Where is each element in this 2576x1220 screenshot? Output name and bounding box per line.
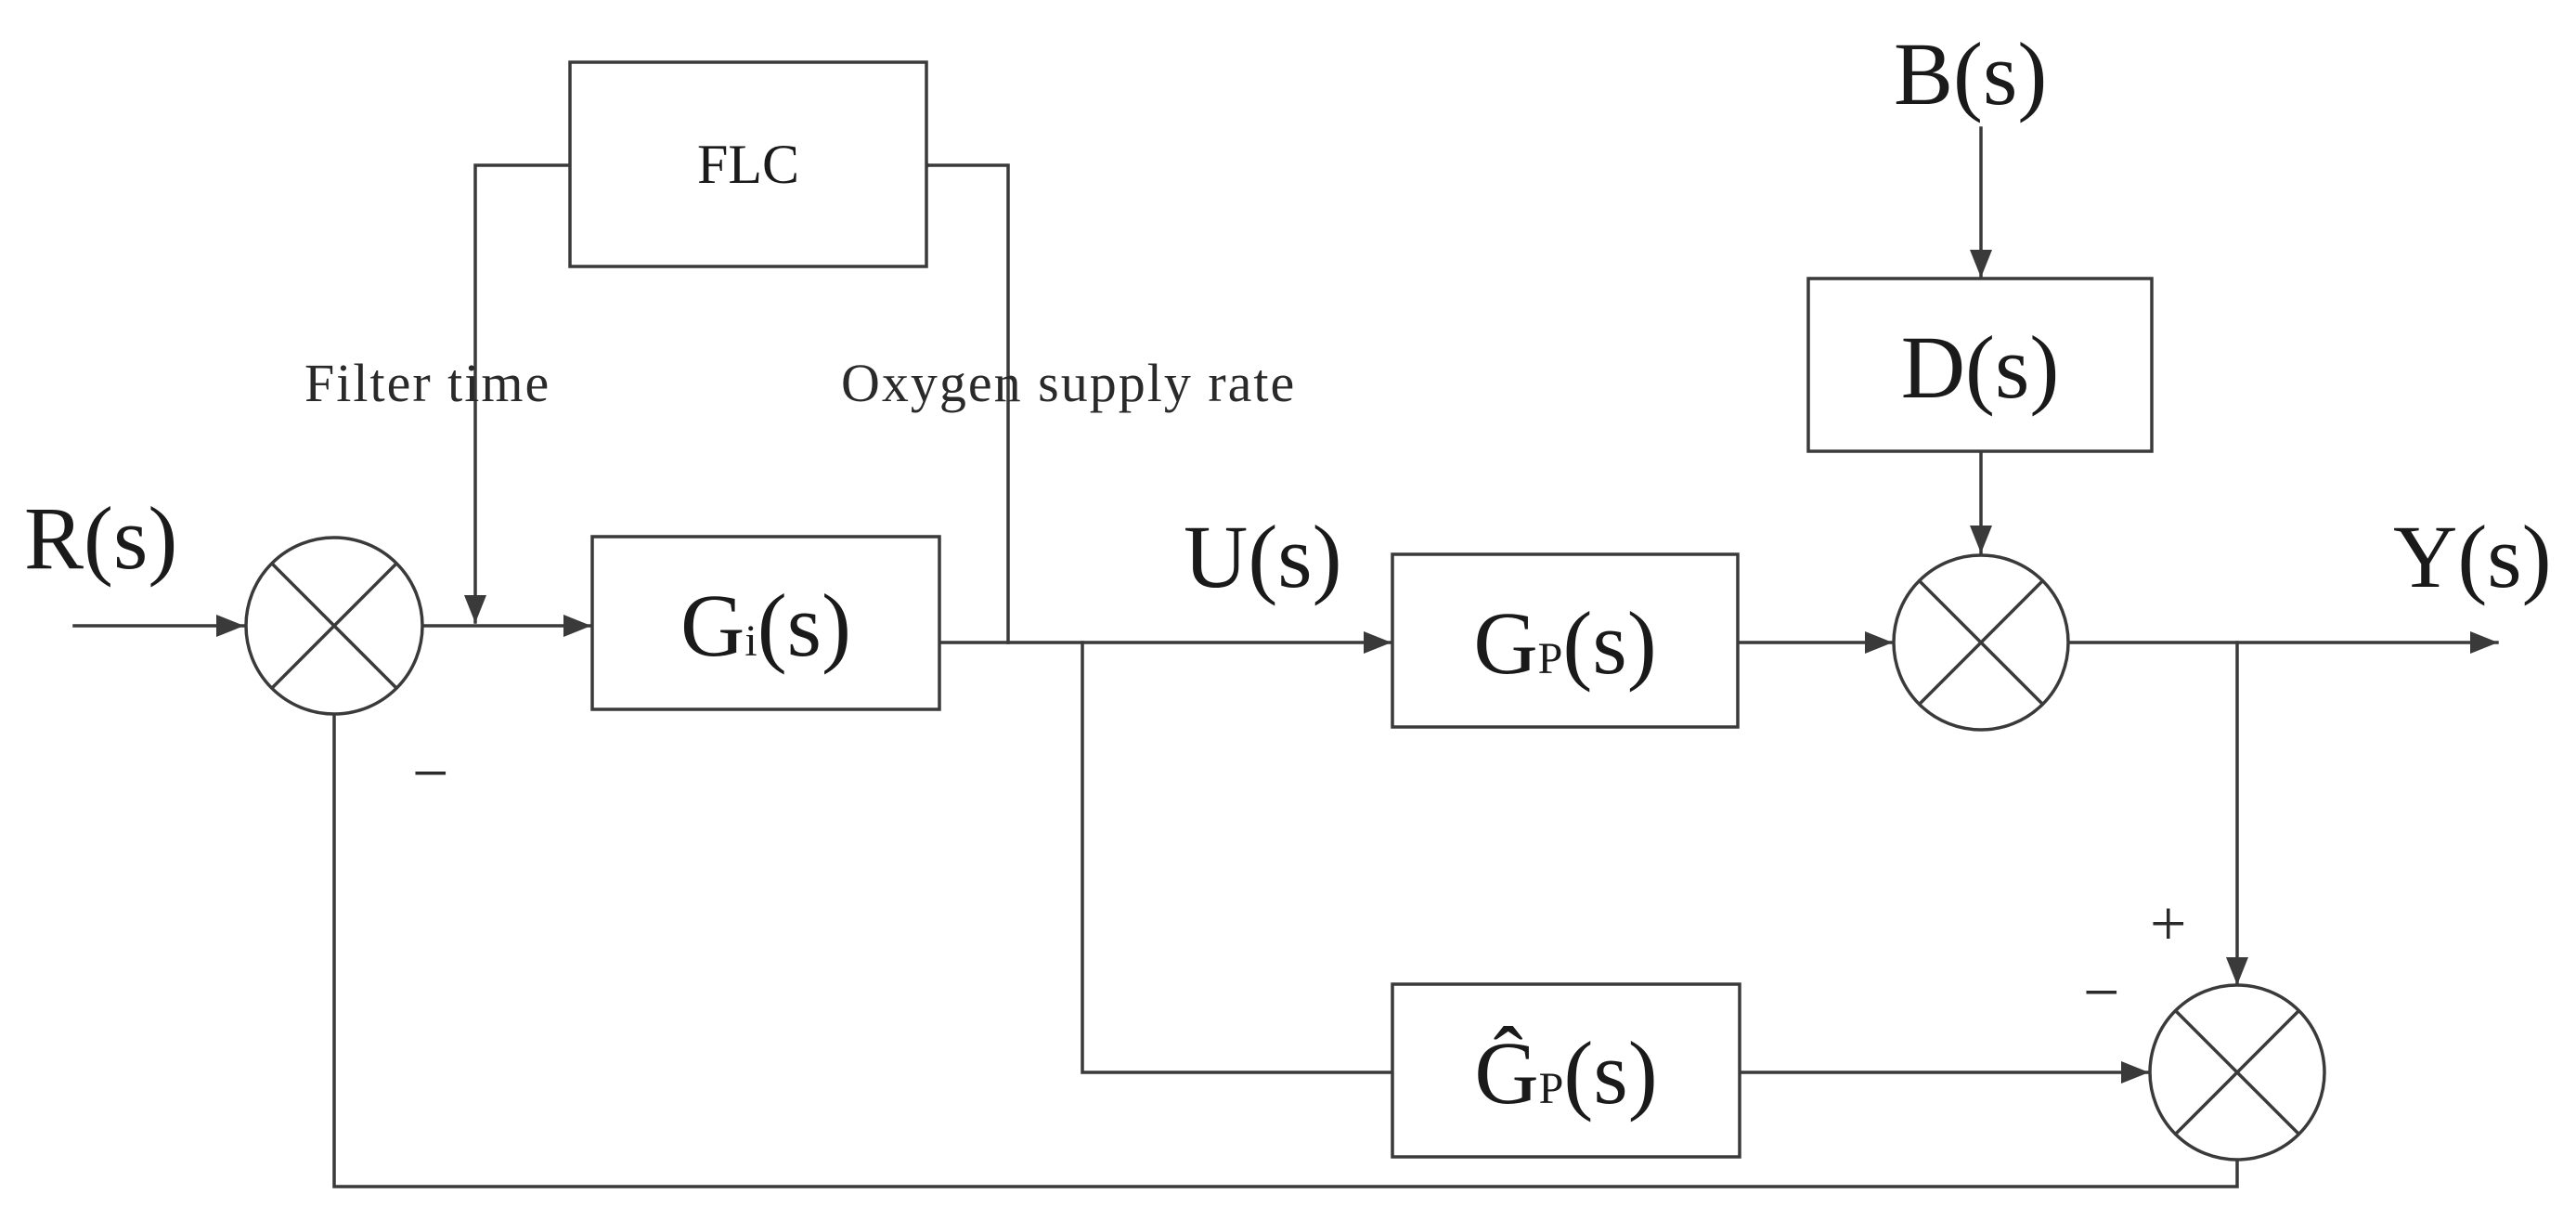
gp-hat-label: ĜP(s): [1474, 1023, 1657, 1123]
gp-label: GP(s): [1473, 593, 1656, 693]
oxygen-rate-line: [911, 152, 1010, 644]
flc-block: [568, 60, 928, 268]
oxygen-rate-label: Oxygen supply rate: [841, 353, 1296, 413]
b-signal-label: B(s): [1894, 24, 2047, 123]
flc-label: FLC: [697, 134, 799, 195]
sum1-minus-sign: −: [412, 738, 448, 810]
gi-label: Gi(s): [680, 576, 851, 675]
filter-time-line: [464, 163, 572, 624]
d-label: D(s): [1901, 318, 2060, 417]
model-branch-line: [1081, 641, 1394, 1074]
d-block: [1806, 277, 2154, 453]
sum-junction-1: [244, 536, 424, 716]
gi-block: [590, 535, 941, 711]
sum3-plus-sign: +: [2150, 889, 2186, 960]
u-signal-label: U(s): [1184, 507, 1342, 606]
filter-time-label: Filter time: [304, 353, 550, 413]
feedback-line: [332, 713, 2239, 1188]
gp-block: [1391, 552, 1740, 729]
sum-junction-2: [1892, 553, 2070, 732]
sum-junction-3: [2148, 983, 2326, 1162]
r-signal-label: R(s): [24, 488, 177, 588]
gp-hat-block: [1391, 982, 1741, 1159]
y-signal-label: Y(s): [2393, 507, 2552, 606]
sum3-minus-sign: −: [2083, 957, 2119, 1029]
